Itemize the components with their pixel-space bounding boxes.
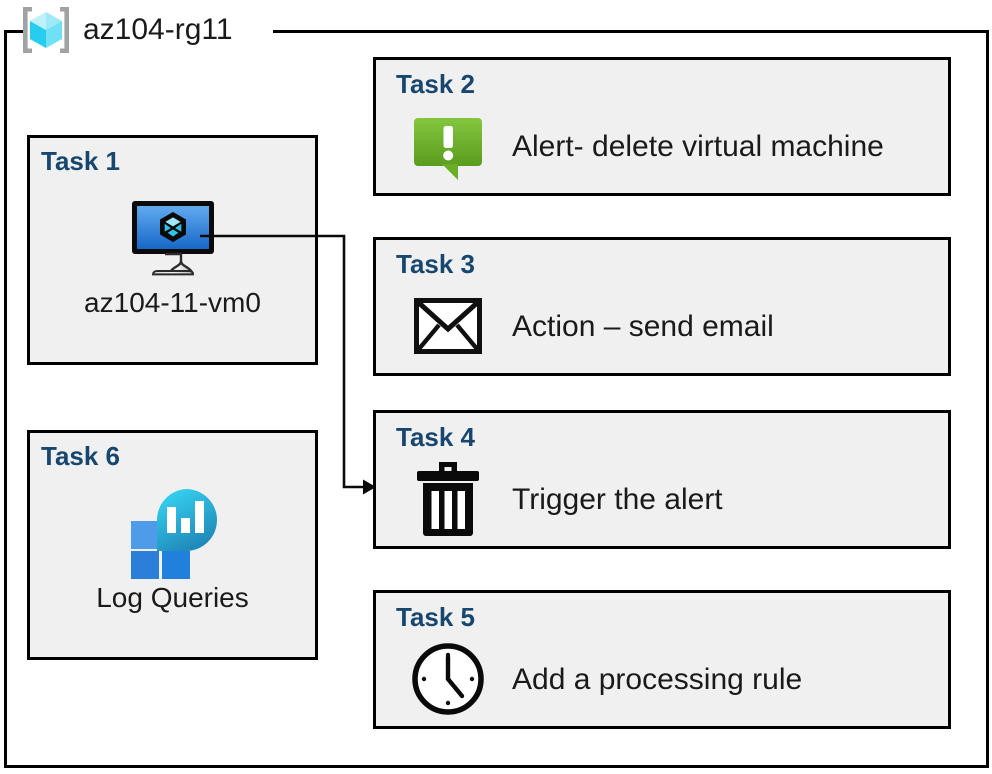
task2-card[interactable]: Task 2 Alert- delete virtual machin bbox=[373, 57, 951, 196]
resource-group-border-top bbox=[273, 30, 989, 33]
task2-label: Task 2 bbox=[396, 69, 476, 99]
resource-group-title: az104-rg11 bbox=[83, 13, 233, 46]
task1-label: Task 1 bbox=[41, 146, 121, 176]
task4-label: Task 4 bbox=[396, 422, 476, 452]
azure-resource-group-icon bbox=[23, 7, 69, 53]
task3-label: Task 3 bbox=[396, 249, 476, 279]
task5-caption: Add a processing rule bbox=[512, 662, 803, 696]
task4-card[interactable]: Task 4 Trigger the alert bbox=[373, 410, 951, 549]
alert-exclamation-icon bbox=[414, 118, 482, 180]
trash-can-icon bbox=[417, 462, 479, 536]
task1-caption: az104-11-vm0 bbox=[84, 287, 261, 318]
task4-caption: Trigger the alert bbox=[512, 482, 723, 516]
task3-icon-wrap bbox=[410, 288, 486, 364]
task1-card[interactable]: Task 1 bbox=[27, 135, 318, 365]
task5-card[interactable]: Task 5 Add a processing rule bbox=[373, 590, 951, 729]
task2-icon-wrap bbox=[410, 108, 486, 184]
task2-caption: Alert- delete virtual machine bbox=[512, 129, 884, 163]
task6-icon-wrap bbox=[30, 488, 315, 579]
resource-group-border-left bbox=[4, 30, 7, 768]
log-analytics-icon bbox=[130, 489, 217, 579]
task4-icon-wrap bbox=[410, 461, 486, 537]
virtual-machine-icon bbox=[131, 201, 214, 276]
task6-label: Task 6 bbox=[41, 441, 121, 471]
resource-group-border-top-left-stub bbox=[4, 30, 23, 33]
envelope-icon bbox=[414, 298, 482, 354]
task5-label: Task 5 bbox=[396, 602, 476, 632]
resource-group-border-right bbox=[986, 30, 989, 768]
task5-icon-wrap bbox=[410, 641, 486, 717]
task3-row: Action – send email bbox=[410, 284, 940, 368]
resource-group-border-bottom bbox=[4, 765, 989, 768]
task3-card[interactable]: Task 3 Action – send email bbox=[373, 237, 951, 376]
task4-row: Trigger the alert bbox=[410, 457, 940, 541]
clock-icon bbox=[412, 643, 484, 715]
resource-group-header: az104-rg11 bbox=[18, 2, 233, 58]
task6-card[interactable]: Task 6 Log Queri bbox=[27, 430, 318, 660]
task6-caption: Log Queries bbox=[96, 582, 249, 613]
task2-row: Alert- delete virtual machine bbox=[410, 104, 940, 188]
task3-caption: Action – send email bbox=[512, 309, 774, 343]
task1-icon-wrap bbox=[30, 193, 315, 283]
task5-row: Add a processing rule bbox=[410, 637, 940, 721]
